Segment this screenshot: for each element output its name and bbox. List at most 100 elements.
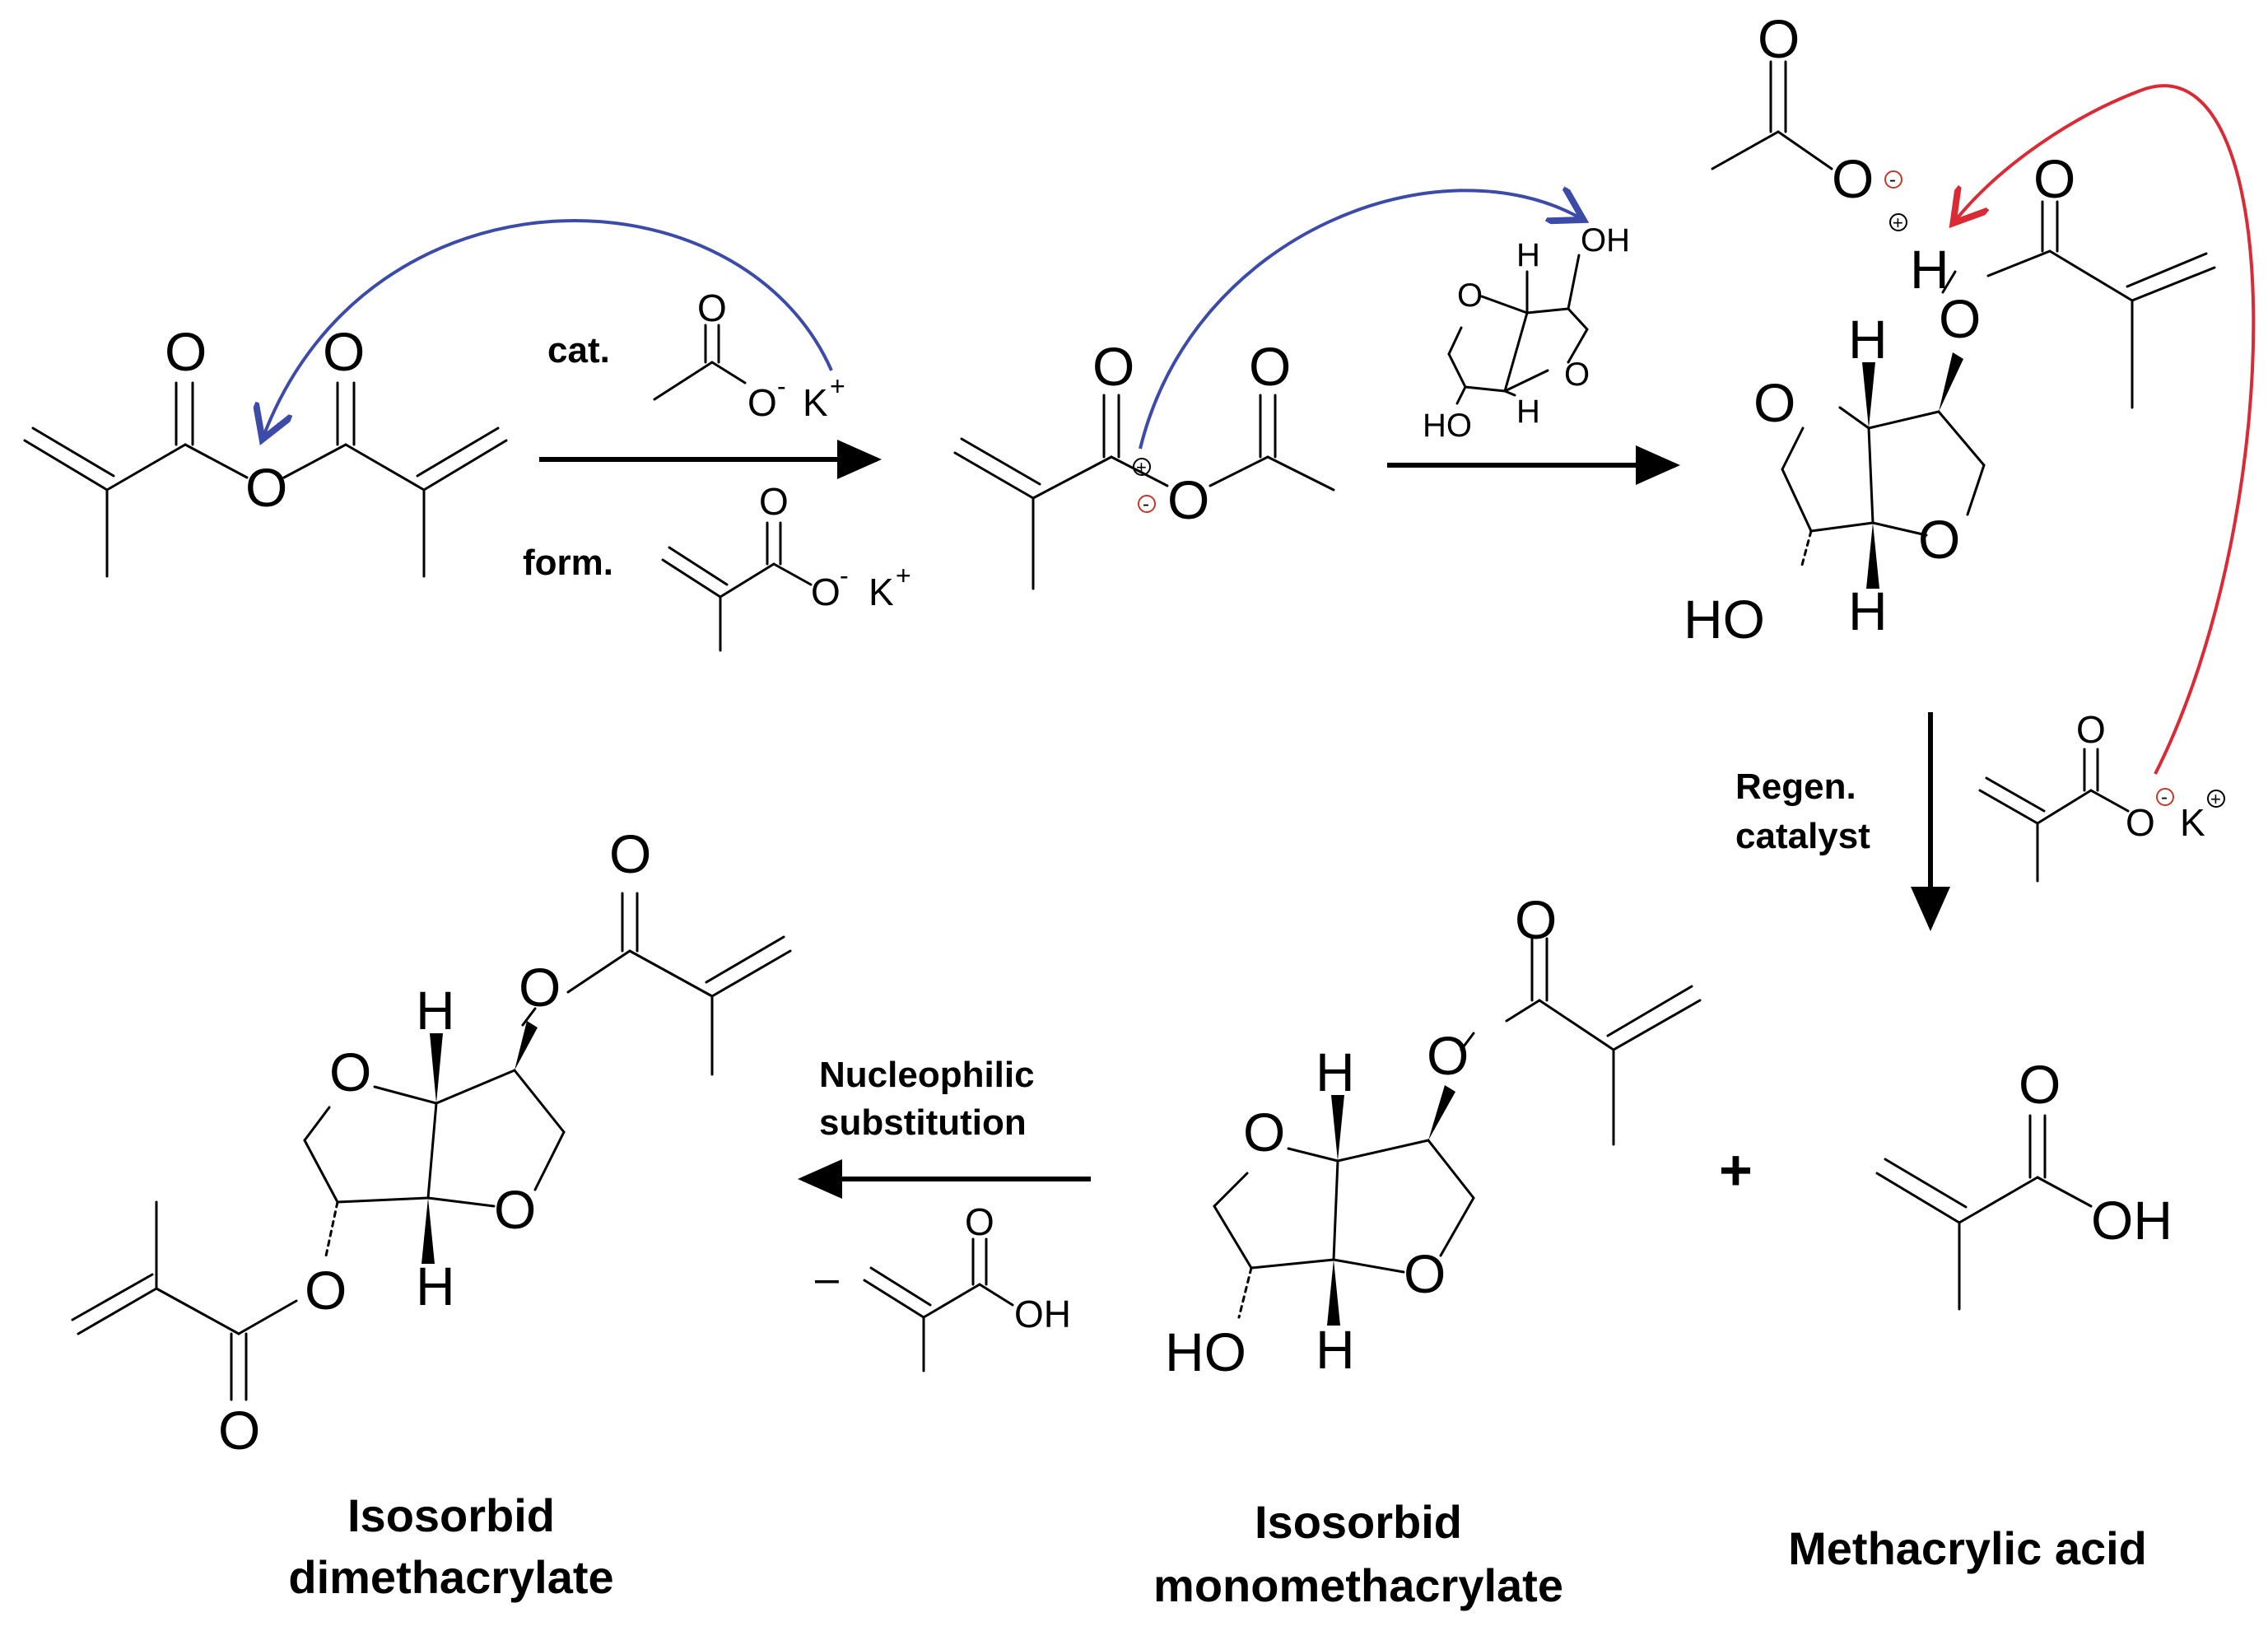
- atom-o-ester: O: [1939, 288, 1981, 349]
- atom-h: H: [1516, 394, 1540, 430]
- label-catalyst: catalyst: [1735, 816, 1870, 856]
- atom-ho: HO: [1684, 589, 1765, 650]
- atom-o-bridge: O: [245, 457, 287, 518]
- wedge-bond: [1428, 1085, 1455, 1140]
- wedge-bond: [515, 1021, 538, 1070]
- step1: cat. form. O O - K + O O - K +: [523, 287, 911, 652]
- atom-ho: HO: [1423, 408, 1472, 444]
- potassium-methacrylate-regen: O O - K +: [1978, 708, 2225, 883]
- label-regen: Regen.: [1735, 767, 1856, 807]
- isosorbid-monomethacrylate: O O O O H H HO: [1165, 889, 1702, 1382]
- minus-sign: –: [815, 1255, 839, 1302]
- charge-minus-circle: [1138, 495, 1156, 513]
- atom-o: O: [323, 321, 365, 382]
- methacrylic-anhydride: O O O: [23, 321, 508, 578]
- atom-o: O: [759, 480, 789, 523]
- charge-plus-circle: [1133, 458, 1151, 476]
- wedge-bond: [1331, 1095, 1344, 1161]
- atom-o: O: [165, 321, 207, 382]
- charge-minus: -: [840, 561, 849, 590]
- charge-minus: -: [2161, 786, 2168, 809]
- isosorbid-dimethacrylate: O O O O H H O O: [71, 823, 792, 1461]
- atom-o: O: [2019, 1054, 2061, 1115]
- label-isosorbid-2: Isosorbid: [1255, 1496, 1462, 1548]
- atom-o: O: [1404, 1243, 1446, 1304]
- label-dimethacrylate: dimethacrylate: [288, 1551, 613, 1603]
- atom-o: O: [1564, 356, 1590, 393]
- atom-h: H: [416, 980, 455, 1041]
- atom-h: H: [416, 1256, 455, 1316]
- charge-plus: +: [830, 371, 845, 401]
- atom-oh: OH: [1014, 1293, 1071, 1335]
- charge-minus-circle: [1884, 170, 1902, 189]
- mechanism-arrow-red: [1955, 84, 2256, 775]
- atom-o: O: [2076, 708, 2106, 751]
- atom-o-ester: O: [519, 957, 561, 1018]
- wedge-bond: [1327, 1260, 1340, 1326]
- atom-o-ester: O: [305, 1260, 347, 1321]
- atom-h: H: [1848, 580, 1888, 641]
- mixed-anhydride-intermediate: O O O + -: [953, 336, 1335, 590]
- charge-plus: +: [1136, 457, 1147, 478]
- atom-o: O: [1092, 336, 1134, 397]
- charge-minus-circle: [2156, 788, 2174, 806]
- atom-h: H: [1848, 309, 1888, 370]
- acetate-leaving: O O - + H: [1711, 8, 1949, 300]
- wedge-bond: [421, 1198, 435, 1264]
- charge-minus: -: [1143, 493, 1149, 515]
- plus-sign: +: [1719, 1138, 1753, 1202]
- charge-plus-circle: [2207, 790, 2225, 808]
- atom-o: O: [1515, 889, 1557, 950]
- label-methacrylic-acid: Methacrylic acid: [1788, 1522, 2147, 1574]
- atom-o: O: [1249, 336, 1291, 397]
- atom-o: O: [1457, 277, 1483, 314]
- atom-h: H: [1316, 1319, 1355, 1380]
- atom-h: H: [1910, 239, 1949, 300]
- atom-o: O: [1832, 148, 1874, 209]
- atom-o: O: [965, 1200, 994, 1243]
- mechanism-arrow-blue-2: [1139, 190, 1581, 450]
- atom-k: K: [803, 381, 828, 424]
- atom-o: O: [811, 571, 841, 613]
- atom-o: O: [697, 287, 727, 329]
- atom-o: O: [1758, 8, 1800, 69]
- label-isosorbid-1: Isosorbid: [347, 1489, 555, 1541]
- mechanism-arrow-blue-1: [263, 219, 833, 436]
- isosorbide-monomethacrylate-intermediate: O O O O H H HO: [1684, 148, 2216, 650]
- atom-o: O: [1918, 509, 1960, 570]
- potassium-acetate: O O - K +: [653, 287, 845, 424]
- label-form: form.: [523, 543, 613, 583]
- product-labels: Isosorbid dimethacrylate Isosorbid monom…: [288, 1489, 2147, 1611]
- label-monomethacrylate: monomethacrylate: [1153, 1559, 1563, 1611]
- label-nucleophilic: Nucleophilic: [819, 1055, 1035, 1095]
- atom-o: O: [218, 1400, 260, 1461]
- atom-o: O: [747, 381, 777, 424]
- atom-o: O: [329, 1042, 371, 1102]
- methacrylic-acid: O OH: [1875, 1054, 2173, 1311]
- charge-plus-circle: [1889, 213, 1907, 231]
- methacrylic-acid-byproduct: O OH: [863, 1200, 1071, 1372]
- charge-plus: +: [2210, 789, 2221, 809]
- atom-o: O: [1753, 372, 1795, 433]
- atom-o: O: [2126, 801, 2155, 844]
- charge-plus: +: [1893, 212, 1903, 233]
- atom-o: O: [609, 823, 651, 884]
- wedge-bond: [1939, 352, 1963, 412]
- wedge-bond: [1862, 362, 1875, 428]
- atom-o-bridge: O: [1167, 469, 1209, 530]
- step2: O O H H OH HO: [1387, 222, 1680, 485]
- charge-minus: -: [777, 371, 786, 401]
- atom-h: H: [1516, 237, 1540, 273]
- wedge-bond: [1866, 523, 1879, 589]
- potassium-methacrylate: O O - K +: [661, 480, 911, 652]
- atom-o-ester: O: [1427, 1025, 1469, 1086]
- atom-oh: OH: [2091, 1190, 2173, 1251]
- atom-h: H: [1316, 1042, 1355, 1102]
- atom-k: K: [2180, 801, 2205, 844]
- step4-substitution: Nucleophilic substitution – O OH: [798, 1055, 1091, 1372]
- charge-minus: -: [1889, 169, 1896, 191]
- atom-ho: HO: [1165, 1321, 1246, 1382]
- isosorbide-small: O O H H OH HO: [1423, 222, 1630, 444]
- label-cat: cat.: [547, 330, 610, 370]
